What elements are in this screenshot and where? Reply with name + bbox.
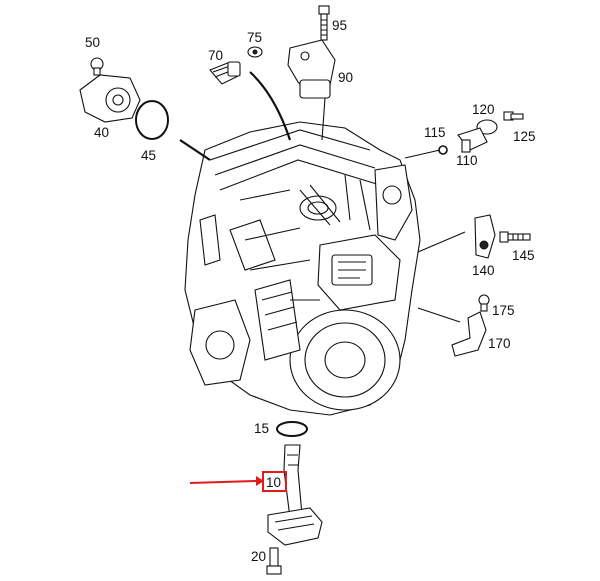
label-10: 10 bbox=[266, 475, 281, 490]
part-175-bolt bbox=[478, 294, 490, 312]
part-45-o-ring bbox=[135, 100, 169, 140]
highlight-pointer bbox=[189, 471, 287, 492]
label-15: 15 bbox=[254, 421, 269, 436]
part-labels: 95 50 75 70 90 40 45 120 125 115 110 140… bbox=[85, 18, 536, 564]
part-120-gasket bbox=[476, 119, 498, 135]
label-175: 175 bbox=[492, 303, 515, 318]
part-40-vacuum-pump bbox=[79, 74, 141, 123]
part-110-sensor bbox=[457, 127, 488, 153]
label-120: 120 bbox=[472, 102, 495, 117]
label-125: 125 bbox=[513, 129, 536, 144]
label-20: 20 bbox=[251, 549, 266, 564]
leader-lines bbox=[179, 71, 466, 323]
label-90: 90 bbox=[338, 70, 353, 85]
part-10-oil-housing bbox=[267, 444, 323, 546]
part-90-actuator bbox=[287, 39, 336, 99]
label-75: 75 bbox=[247, 30, 262, 45]
label-40: 40 bbox=[94, 125, 109, 140]
label-45: 45 bbox=[141, 148, 156, 163]
label-170: 170 bbox=[488, 336, 511, 351]
part-75-nut bbox=[247, 46, 263, 58]
part-95-bolt bbox=[318, 5, 330, 41]
engine-assembly bbox=[184, 121, 421, 416]
part-115-seal bbox=[438, 145, 448, 155]
label-70: 70 bbox=[208, 48, 223, 63]
label-95: 95 bbox=[332, 18, 347, 33]
label-110: 110 bbox=[456, 153, 478, 168]
part-170-sensor bbox=[451, 311, 487, 357]
part-140-knock-sensor bbox=[474, 214, 496, 259]
part-70-sensor bbox=[209, 61, 241, 85]
part-125-bolt bbox=[503, 111, 524, 121]
part-145-bolt bbox=[499, 231, 531, 243]
part-50-bolt bbox=[90, 57, 104, 76]
label-50: 50 bbox=[85, 35, 100, 50]
part-20-bolt bbox=[266, 547, 282, 575]
label-115: 115 bbox=[424, 125, 446, 140]
label-145: 145 bbox=[512, 248, 535, 263]
label-140: 140 bbox=[472, 263, 495, 278]
part-15-o-ring bbox=[276, 421, 308, 437]
